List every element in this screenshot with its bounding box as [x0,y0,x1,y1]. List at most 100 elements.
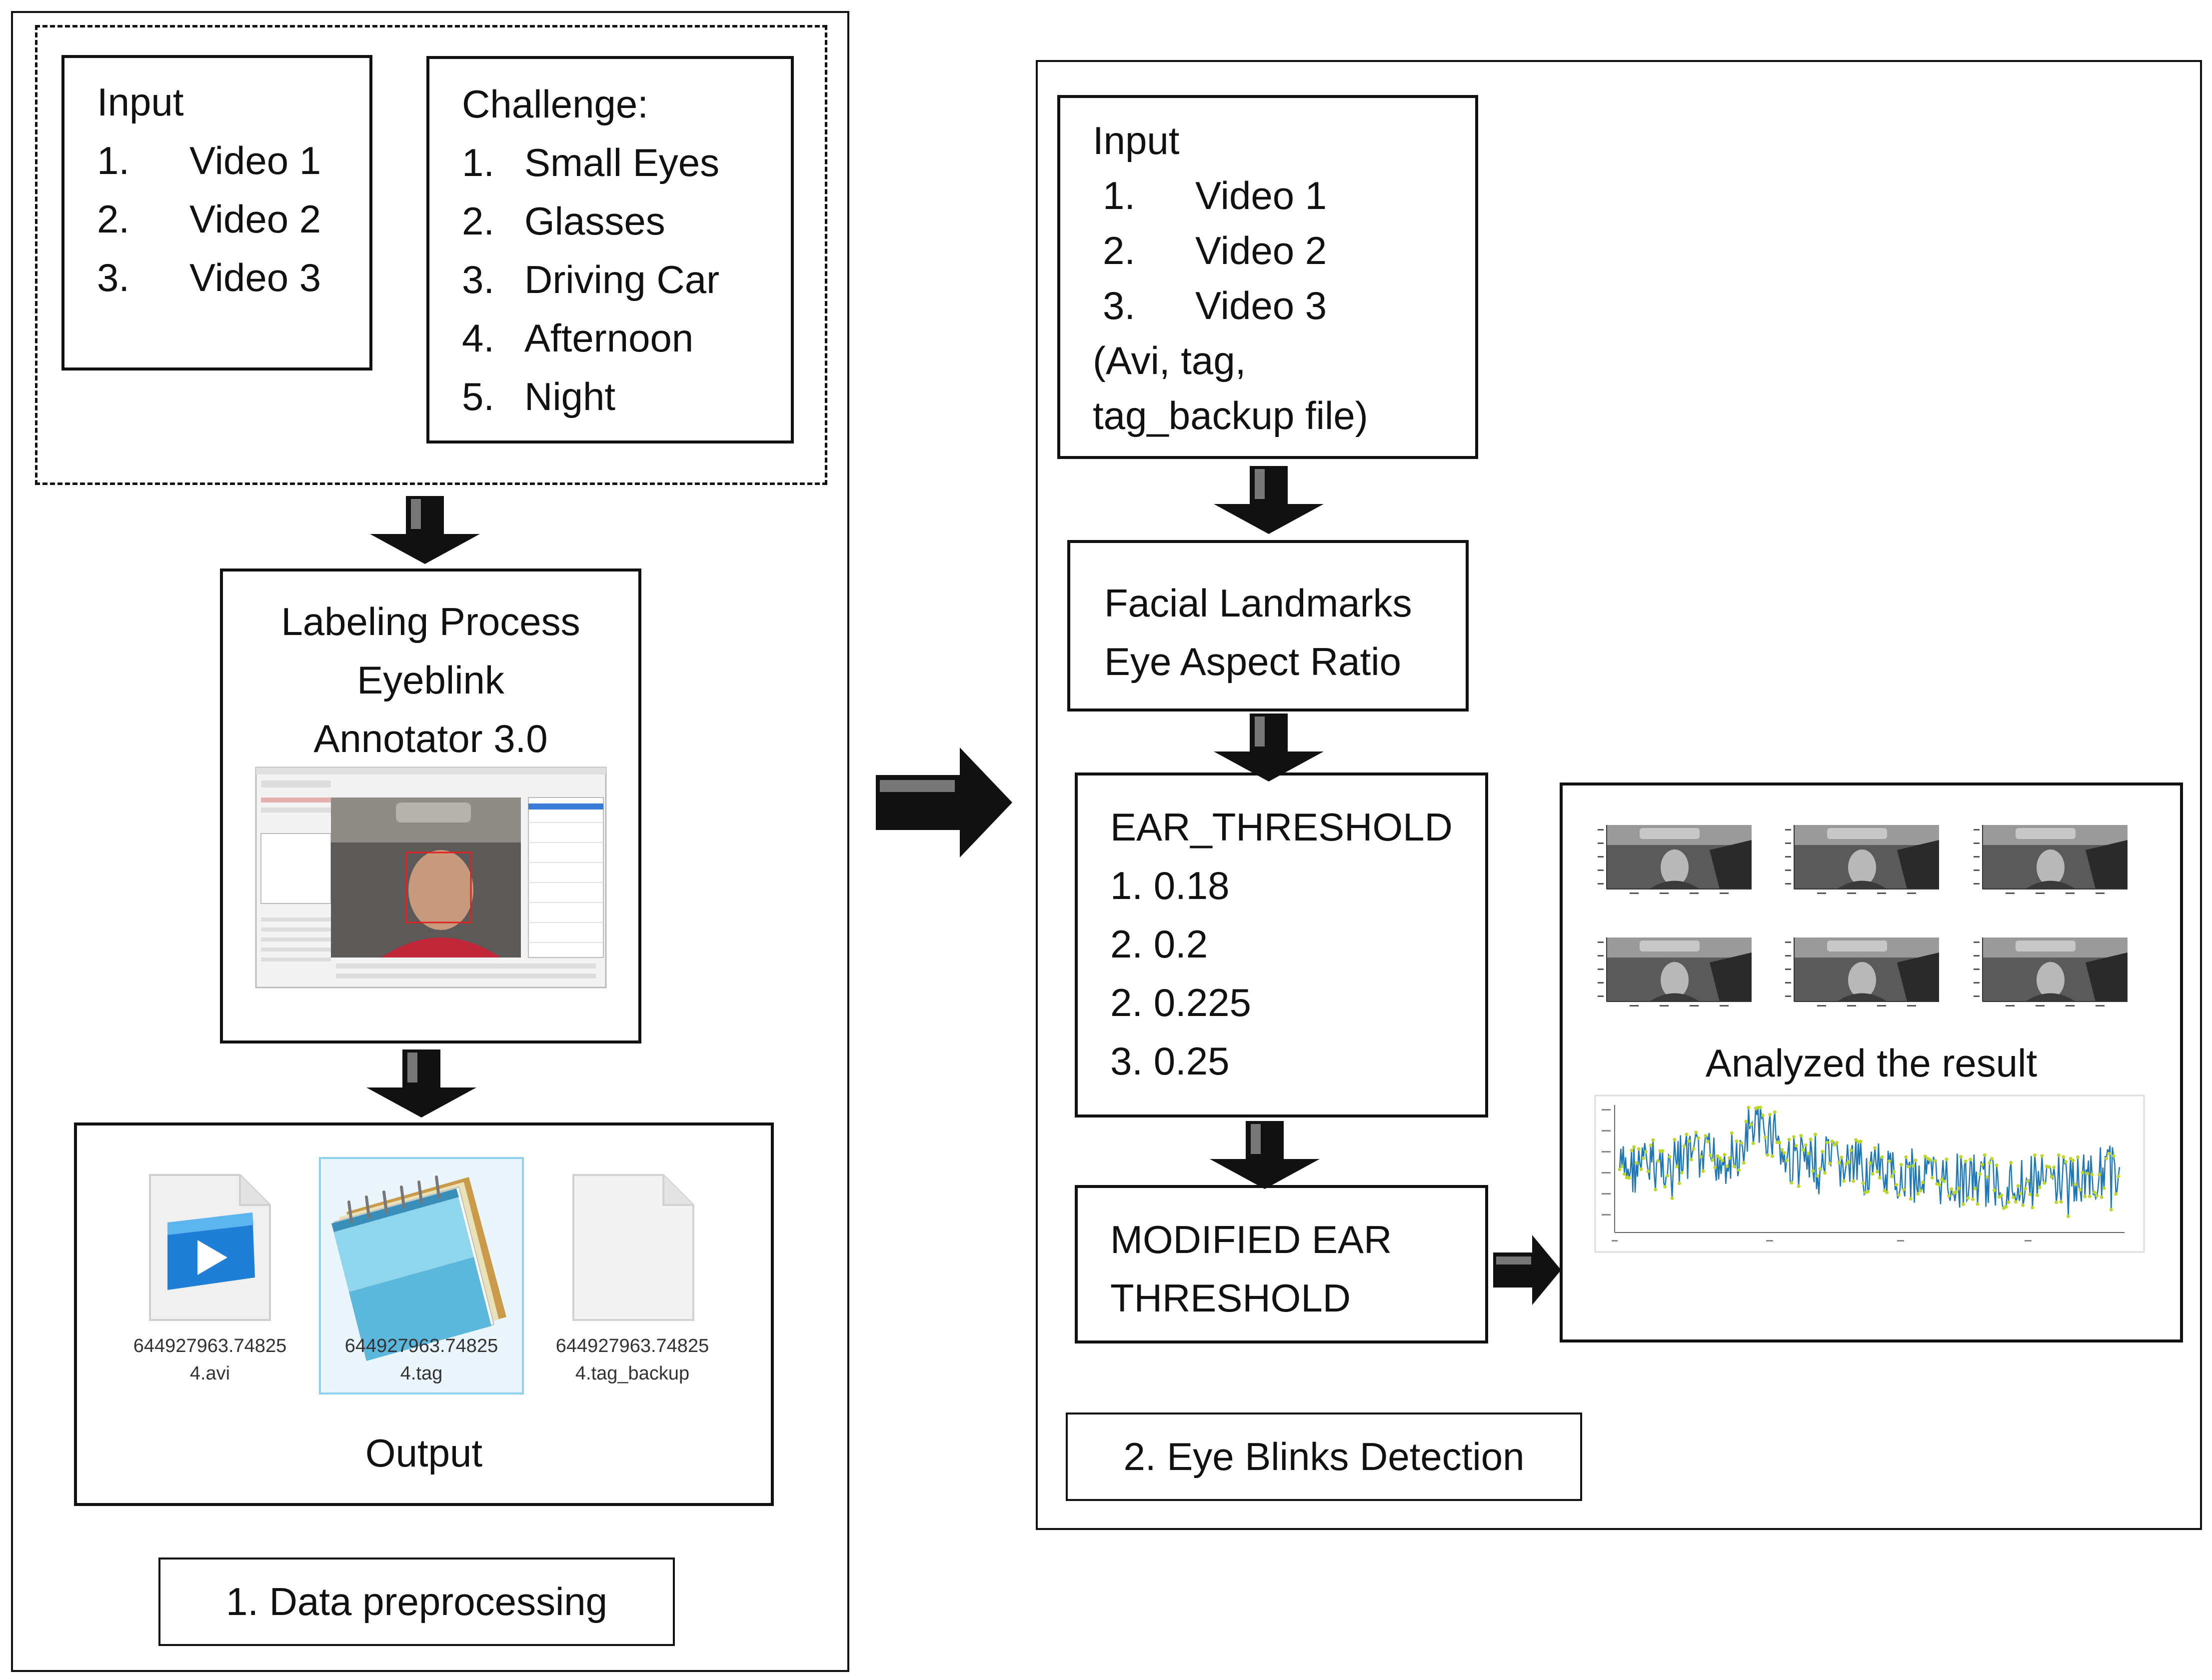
ear-threshold-box: EAR_THRESHOLD 1. 0.18 2. 0.2 2. 0.225 3.… [1075,772,1488,1118]
file-name-tag-backup: 644927963.74825 4.tag_backup [555,1336,709,1384]
signal-point [1706,1140,1710,1144]
signal-point [1813,1132,1817,1136]
signal-point [2066,1214,2070,1218]
signal-point [1878,1176,1882,1180]
signal-point [1668,1155,1672,1159]
list-item: 2.Video 2 [1103,228,1327,272]
signal-point [1694,1130,1698,1134]
signal-point [1852,1179,1856,1183]
signal-point [2043,1181,2047,1185]
signal-point [1871,1172,1875,1176]
signal-point [1821,1150,1825,1154]
signal-point [1646,1170,1650,1174]
signal-point [1787,1138,1791,1142]
signal-point [2100,1196,2104,1200]
signal-point [1904,1155,1908,1159]
ear-threshold-title: EAR_THRESHOLD [1110,805,1453,849]
signal-point [2031,1206,2035,1210]
list-item: 4.Afternoon [462,316,694,360]
signal-point [1673,1138,1677,1142]
file-name-avi: 644927963.74825 4.avi [133,1336,287,1384]
signal-point [1689,1158,1693,1162]
signal-point [1990,1156,1994,1160]
signal-point [1790,1181,1794,1184]
signal-point [1747,1106,1751,1110]
signal-point [2040,1154,2044,1158]
signal-point [2069,1156,2073,1160]
signal-point [1945,1158,1949,1161]
signal-point [2012,1196,2016,1200]
list-item: 3. 0.25 [1110,1039,1230,1083]
signal-point [2019,1192,2023,1196]
notepad-icon [319,1157,524,1394]
signal-point [1835,1140,1839,1144]
signal-point [1973,1186,1977,1190]
signal-point [1658,1149,1662,1153]
signal-point [2083,1194,2087,1198]
signal-point [2021,1204,2025,1208]
signal-point [2004,1205,2008,1209]
signal-point [2105,1156,2109,1160]
signal-point [1911,1164,1915,1168]
signal-point [2102,1186,2106,1190]
panel1-input-box: Input 1.Video 1 2.Video 2 3.Video 3 [61,55,372,370]
signal-point [2090,1172,2094,1176]
signal-point [1716,1154,1720,1158]
signal-point [1957,1186,1961,1190]
signal-point [1797,1184,1801,1188]
signal-point [1985,1175,1989,1179]
ear-signal-plot [1594,1094,2145,1253]
signal-point [1802,1148,1805,1152]
signal-point [1632,1145,1636,1149]
signal-point [2062,1155,2066,1159]
signal-point [2047,1165,2051,1169]
signal-point [2026,1179,2030,1183]
signal-point [1685,1132,1689,1136]
signal-point [1997,1195,2001,1199]
arrow-right-icon [876,748,1012,858]
landmarks-line-1: Facial Landmarks [1104,581,1412,625]
signal-point [1992,1188,1996,1192]
signal-point [1768,1112,1772,1116]
signal-point [2107,1152,2111,1156]
signal-point [1930,1176,1934,1180]
signal-point [1933,1159,1937,1163]
signal-point [1751,1142,1755,1146]
signal-point [1964,1160,1968,1164]
signal-point [1954,1190,1958,1194]
modified-ear-box: MODIFIED EAR THRESHOLD [1075,1185,1488,1344]
arrow-down-icon [1210,1121,1320,1189]
signal-point [1938,1183,1942,1187]
arrow-down-icon [1214,714,1324,782]
signal-point [1677,1182,1681,1186]
signal-point [1830,1140,1834,1144]
signal-point [1701,1169,1705,1173]
signal-point [1825,1140,1829,1144]
signal-point [2086,1172,2090,1176]
signal-point [1947,1194,1951,1198]
challenge-title: Challenge: [462,82,648,126]
signal-point [1697,1136,1700,1140]
signal-point [1885,1190,1889,1194]
signal-point [2081,1170,2085,1174]
signal-point [1907,1164,1911,1168]
signal-point [1854,1138,1858,1142]
signal-point [1778,1140,1782,1144]
signal-point [1735,1139,1739,1143]
list-item: 3.Video 3 [1103,284,1327,328]
signal-point [2059,1200,2063,1204]
signal-point [1868,1161,1872,1165]
signal-point [1923,1154,1927,1158]
labeling-line-3: Annotator 3.0 [313,716,548,760]
blank-file-icon [572,1174,694,1321]
signal-point [1940,1178,1944,1182]
signal-point [1880,1155,1884,1159]
signal-point [1651,1138,1655,1142]
signal-point [2117,1174,2121,1178]
signal-point [1866,1190,1870,1194]
signal-point [2057,1153,2061,1157]
caption-eye-blinks-detection: 2. Eye Blinks Detection [1066,1412,1582,1501]
signal-point [2114,1192,2118,1196]
signal-point [1749,1122,1753,1126]
signal-point [1842,1179,1846,1183]
